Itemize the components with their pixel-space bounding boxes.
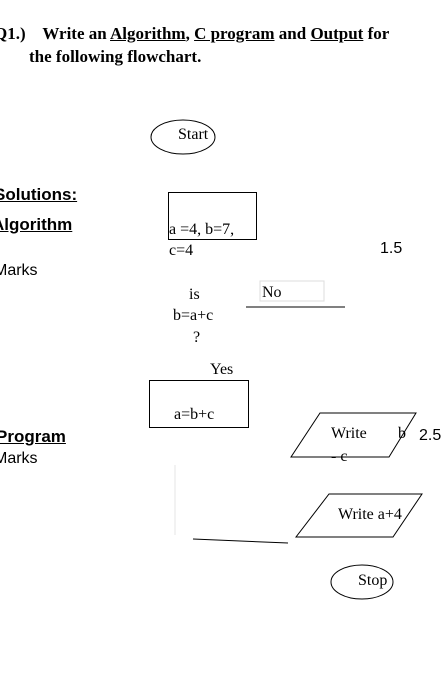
init-process-box [168,192,257,240]
question-and: and [278,24,307,43]
solutions-heading: Solutions: [0,185,78,204]
process-box [149,380,249,428]
question-comma: , [185,24,190,43]
decision-line-2: b=a+c [173,307,214,324]
marks-label-2: Marks [0,450,38,467]
process-label: a=b+c [174,406,215,423]
algorithm-marks-value: 1.5 [380,240,403,257]
question-for: for [367,24,390,43]
question-prefix: Write an [42,24,107,43]
start-label: Start [178,126,209,143]
decision-line-1: is [189,286,200,303]
question-c-program: C program [194,24,275,43]
question-line-2: the following flowchart. [29,47,202,66]
write-b-c-b: b [398,425,406,442]
write-b-c-line-2: - c [331,448,348,465]
start-terminator [150,119,216,155]
question-algorithm: Algorithm [110,24,186,43]
decision-line-3: ? [193,329,201,346]
algorithm-heading: Algorithm [0,215,73,234]
write-a4-parallelogram [294,493,423,538]
write-b-c-line-1: Write [331,425,367,442]
marks-label-1: Marks [0,262,38,279]
write-b-c-parallelogram [290,412,417,458]
program-marks-value: 2.5 [419,427,442,444]
bottom-connector-line [192,538,289,544]
program-heading: Program [0,427,66,446]
stop-label: Stop [358,572,388,589]
stop-terminator [330,564,394,600]
init-line-2: c=4 [169,242,194,259]
yes-label: Yes [210,361,234,378]
no-label: No [262,284,282,301]
question-output: Output [310,24,364,43]
question-number: Q1.) [0,24,26,43]
no-label-box [259,280,325,302]
question-line-1: Q1.) Write an Algorithm, C program and O… [0,24,389,44]
init-line-1: a =4, b=7, [169,221,235,238]
write-a4-label: Write a+4 [338,506,402,523]
